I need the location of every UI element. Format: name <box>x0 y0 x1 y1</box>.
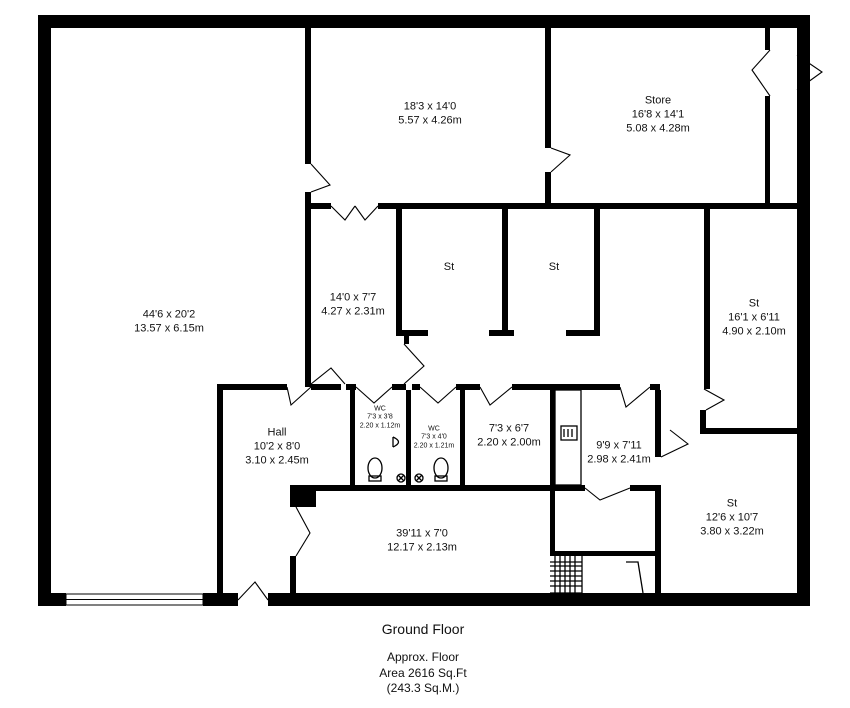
room-dim-metric: 4.90 x 2.10m <box>722 324 786 337</box>
room-dim-metric: 5.57 x 4.26m <box>398 114 462 126</box>
room-dim-imperial: 10'2 x 8'0 <box>253 440 301 453</box>
room-label-top-middle: 18'3 x 14'0 5.57 x 4.26m <box>398 100 462 128</box>
room-dim-imperial: 7'3 x 4'0 <box>421 433 447 441</box>
room-dim-metric: 2.20 x 1.21m <box>413 442 455 450</box>
room-label-wc-1: WC 7'3 x 3'8 2.20 x 1.12m <box>360 405 400 430</box>
room-label-st-right: St 16'1 x 6'11 4.90 x 2.10m <box>722 297 786 338</box>
interior-walls <box>217 28 798 593</box>
room-name: Hall <box>267 426 287 439</box>
room-label-large: 44'6 x 20'2 13.57 x 6.15m <box>134 308 204 336</box>
room-dim-metric: 2.98 x 2.41m <box>587 453 651 465</box>
floor-area-line: Area 2616 Sq.Ft <box>379 665 467 680</box>
room-dim-imperial: 12'6 x 10'7 <box>705 511 759 524</box>
room-dim-metric: 3.10 x 2.45m <box>245 453 309 466</box>
room-dim-imperial: 16'1 x 6'11 <box>728 311 780 324</box>
room-label-st-2: St <box>549 261 559 275</box>
room-dim-metric: 13.57 x 6.15m <box>134 322 204 334</box>
room-label-st-bottom-right: St 12'6 x 10'7 3.80 x 3.22m <box>700 497 764 538</box>
floor-name: Ground Floor <box>381 621 465 637</box>
room-dim-imperial: 44'6 x 20'2 <box>142 308 196 321</box>
room-dim-imperial: 39'11 x 7'0 <box>396 527 448 540</box>
room-dim-metric: 2.20 x 1.12m <box>359 422 401 430</box>
wc-fixtures <box>367 436 449 483</box>
doors <box>237 49 823 601</box>
room-dim-metric: 5.08 x 4.28m <box>626 121 690 134</box>
room-dim-metric: 12.17 x 2.13m <box>387 541 457 553</box>
room-label-st-1: St <box>444 261 454 275</box>
room-dim-imperial: 9'9 x 7'11 <box>596 439 642 452</box>
floor-area-line: Approx. Floor <box>386 650 460 664</box>
room-label-corridor: 14'0 x 7'7 4.27 x 2.31m <box>321 291 385 319</box>
window <box>65 593 204 606</box>
room-name: St <box>548 261 560 274</box>
room-name: St <box>748 297 760 310</box>
room-dim-imperial: 7'3 x 3'8 <box>367 413 393 421</box>
room-name: St <box>443 261 455 274</box>
room-dim-imperial: 16'8 x 14'1 <box>631 108 685 121</box>
kitchen-counter <box>554 389 582 486</box>
room-label-wc-2: WC 7'3 x 4'0 2.20 x 1.21m <box>414 425 454 450</box>
room-label-store: Store 16'8 x 14'1 5.08 x 4.28m <box>626 94 690 135</box>
floor-area-line: (243.3 Sq.M.) <box>386 681 460 696</box>
room-dim-metric: 3.80 x 3.22m <box>700 524 764 537</box>
room-name: St <box>726 497 738 510</box>
room-name: WC <box>374 405 386 413</box>
room-dim-imperial: 7'3 x 6'7 <box>488 422 530 435</box>
floor-area: Approx. Floor Area 2616 Sq.Ft (243.3 Sq.… <box>379 650 466 697</box>
room-label-hall: Hall 10'2 x 8'0 3.10 x 2.45m <box>245 426 309 467</box>
room-name: WC <box>428 425 440 433</box>
room-dim-metric: 2.20 x 2.00m <box>477 436 541 448</box>
room-name: Store <box>644 94 672 107</box>
room-label-small-room: 7'3 x 6'7 2.20 x 2.00m <box>477 422 541 450</box>
room-label-bottom-corridor: 39'11 x 7'0 12.17 x 2.13m <box>387 527 457 555</box>
room-dim-imperial: 14'0 x 7'7 <box>329 291 377 304</box>
room-label-kitchen: 9'9 x 7'11 2.98 x 2.41m <box>587 439 651 467</box>
outer-walls <box>38 15 810 606</box>
staircase <box>550 556 644 594</box>
room-dim-imperial: 18'3 x 14'0 <box>403 100 457 113</box>
room-dim-metric: 4.27 x 2.31m <box>321 305 385 317</box>
